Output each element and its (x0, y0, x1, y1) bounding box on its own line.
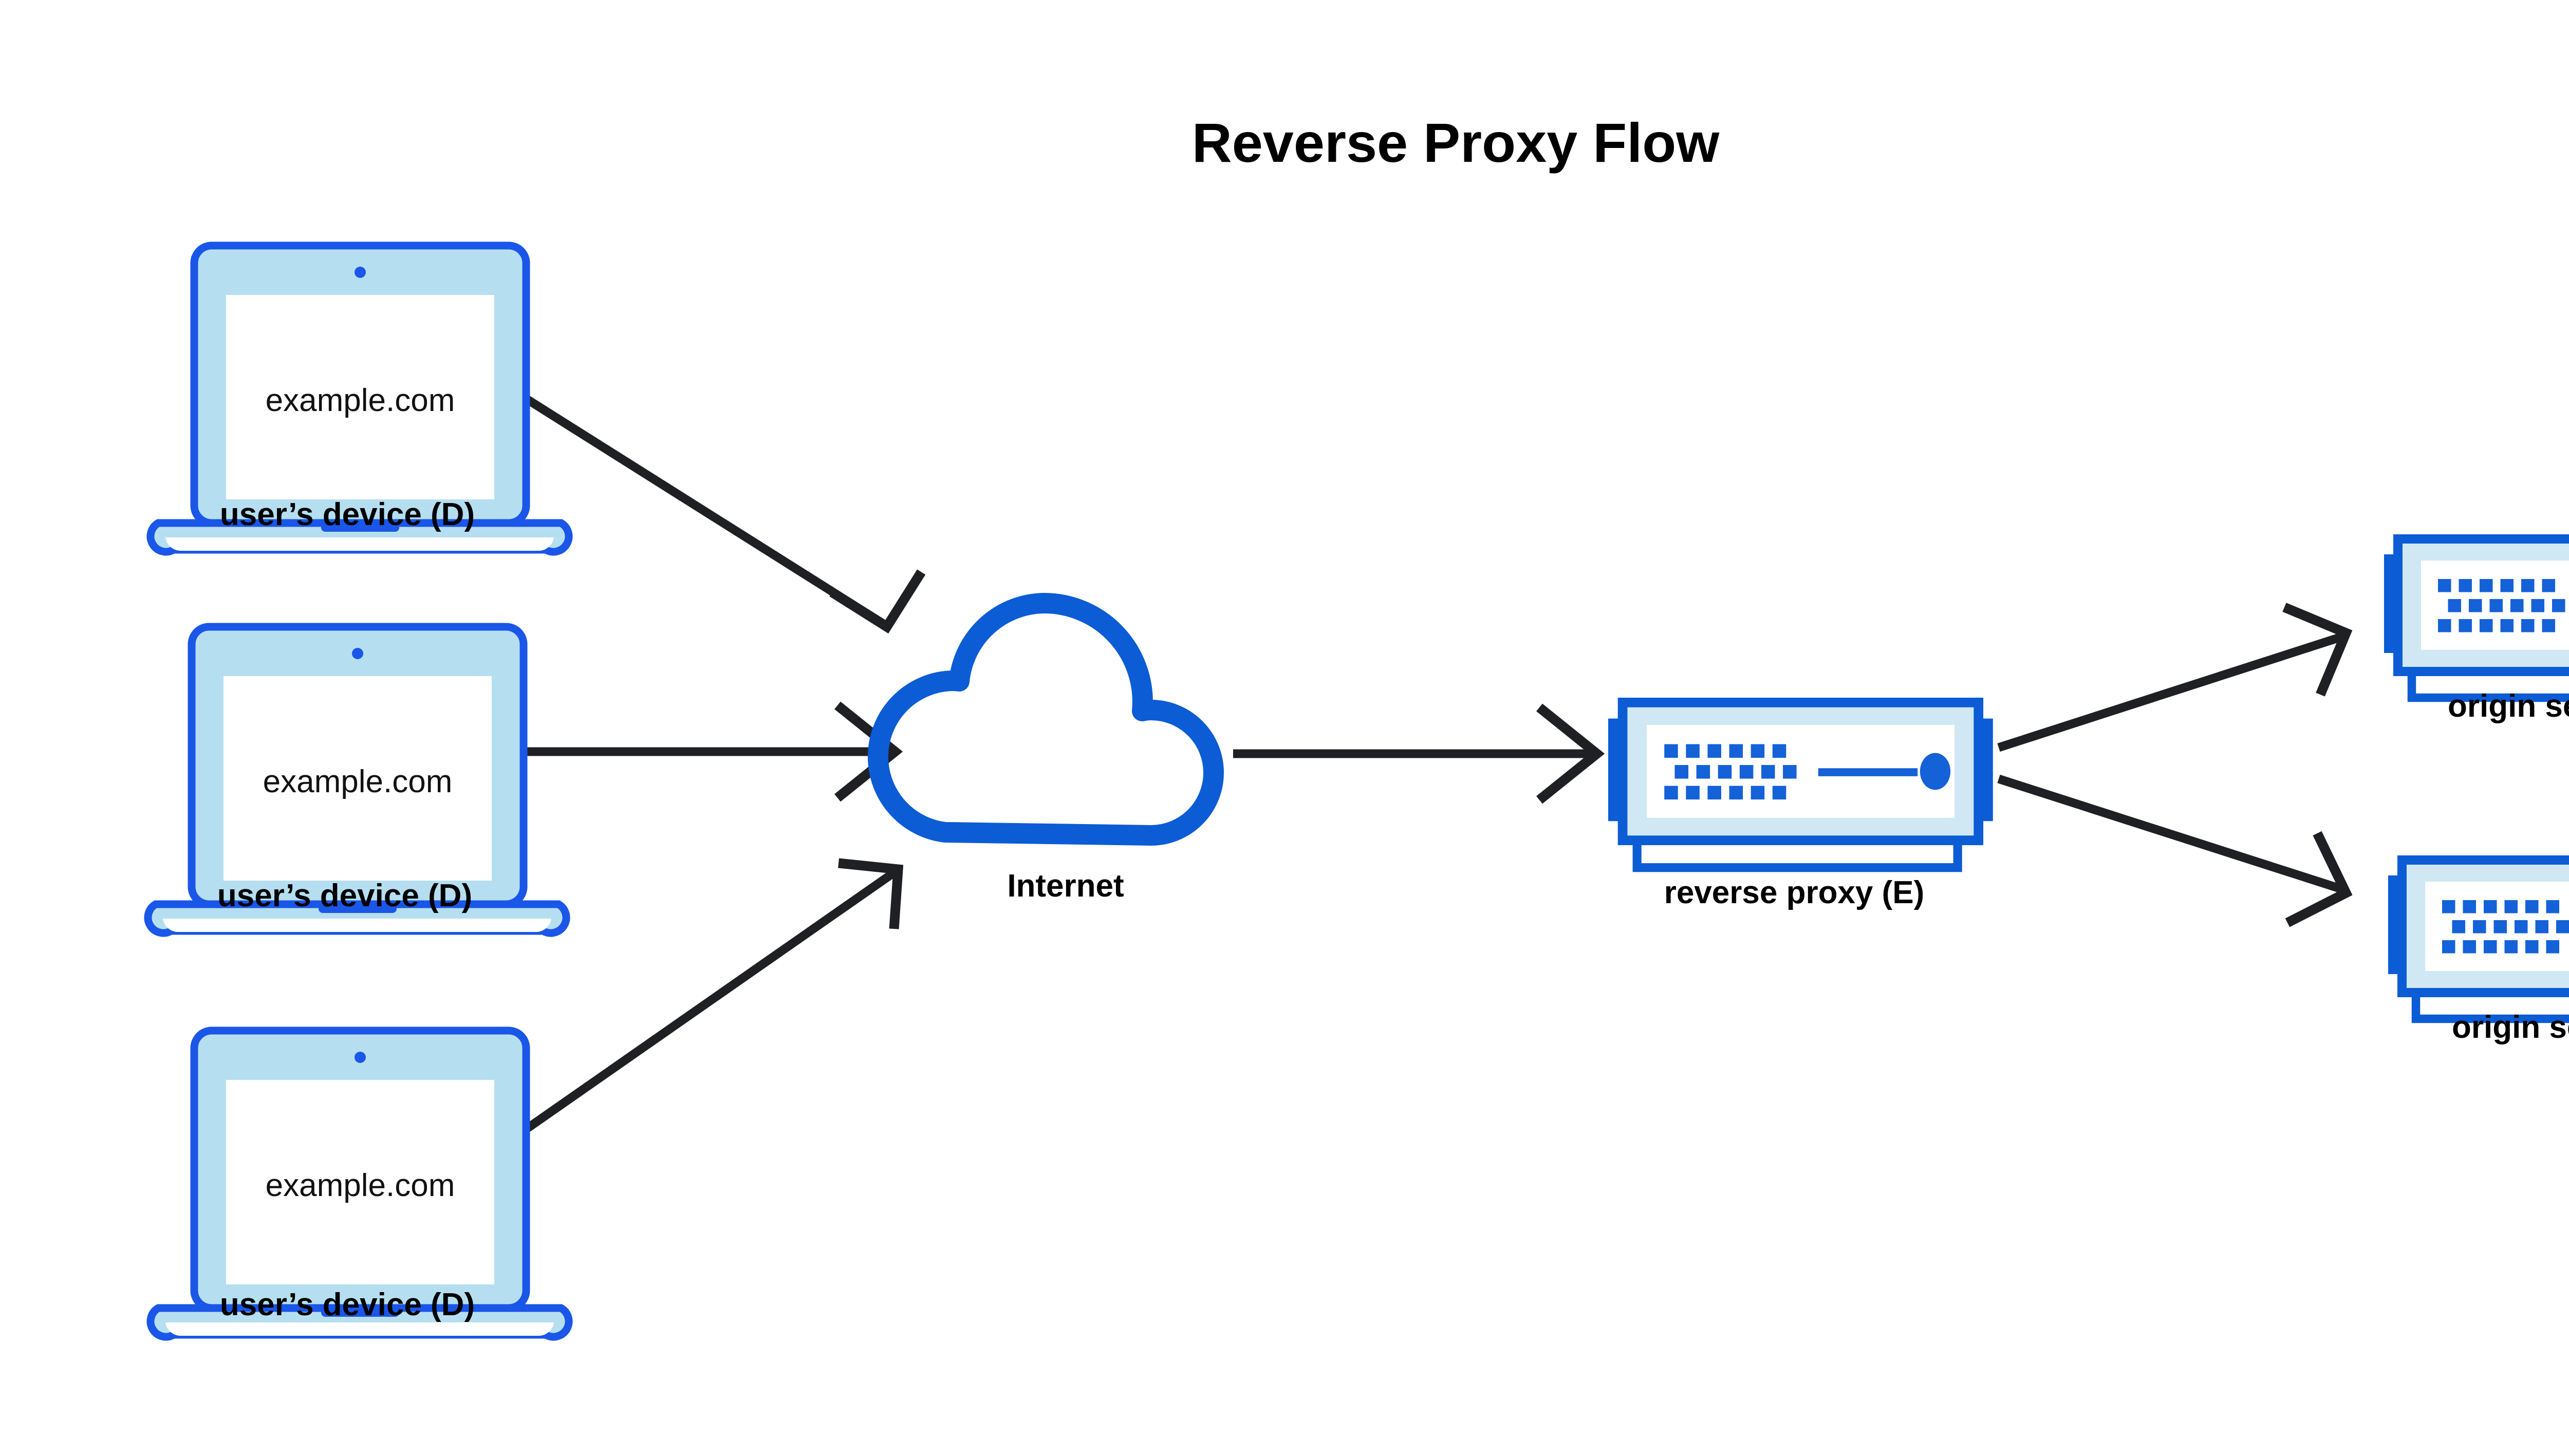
server-icon (2388, 860, 2569, 1019)
node-origin-1[interactable]: origin server (F) (2384, 539, 2569, 724)
server-icon (2384, 539, 2569, 698)
node-reverse-proxy[interactable]: reverse proxy (E) (1608, 702, 1993, 910)
node-origin-2[interactable]: origin server (F) (2388, 860, 2569, 1045)
edge-proxy-origin2 (1997, 774, 2353, 927)
node-label-internet: Internet (1007, 868, 1124, 904)
edge-proxy-origin1 (1997, 603, 2353, 752)
node-client-2[interactable]: example.com user’s device (D) (148, 627, 566, 933)
edge-client3-internet (498, 858, 904, 1150)
node-label-client-3: user’s device (D) (220, 1287, 475, 1322)
browser-url-text: example.com (266, 383, 455, 418)
server-icon (1608, 702, 1993, 867)
edge-client2-internet (498, 701, 903, 802)
node-label-client-2: user’s device (D) (217, 878, 472, 913)
node-label-origin-2: origin server (F) (2452, 1010, 2569, 1045)
edges-group (498, 380, 2353, 1150)
node-label-reverse-proxy: reverse proxy (E) (1664, 875, 1925, 910)
page-title: Reverse Proxy Flow (1192, 111, 1720, 174)
edge-internet-proxy (1233, 703, 1605, 804)
node-internet[interactable]: Internet (867, 593, 1224, 904)
node-label-client-1: user’s device (D) (220, 497, 475, 532)
browser-url-text: example.com (266, 1168, 455, 1203)
node-client-1[interactable]: example.com user’s device (D) (151, 246, 569, 552)
cloud-icon (867, 593, 1224, 846)
node-client-3[interactable]: example.com user’s device (D) (151, 1031, 569, 1337)
edge-client1-internet (500, 380, 926, 634)
browser-url-text: example.com (263, 764, 453, 799)
node-label-origin-1: origin server (F) (2448, 688, 2569, 724)
